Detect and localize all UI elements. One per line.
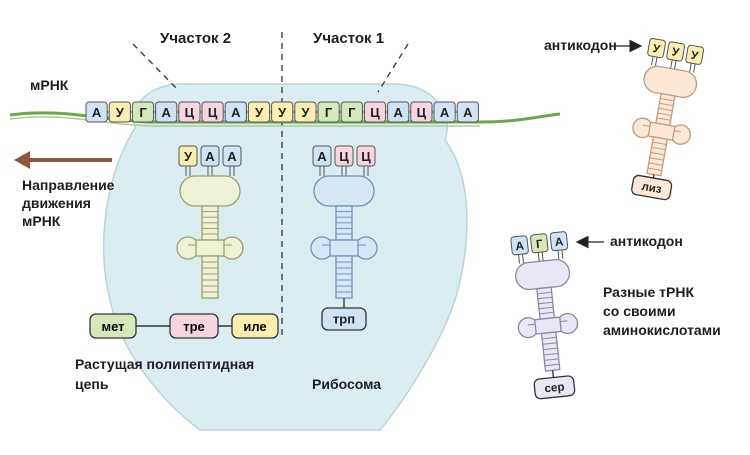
mrna-label: мРНК (30, 77, 69, 93)
anticodon-base-box (685, 44, 705, 65)
anticodon-base-label: У (184, 149, 193, 164)
anticodon-base-label: А (554, 235, 564, 249)
mrna-base-label: А (162, 105, 172, 120)
anticodon-base-box (647, 38, 666, 59)
amino-acid-box (533, 375, 576, 400)
mrna-base-label: Ц (208, 105, 218, 120)
mrna-base-label: У (301, 105, 310, 120)
chain-label-line1: Растущая полипептидная (75, 356, 255, 372)
anticodon-label-mid: антикодон (610, 233, 683, 249)
amino-acid-label: тре (183, 319, 205, 334)
anticodon-base-label: Г (535, 237, 543, 251)
anticodon-base-box (549, 231, 569, 252)
anticodon-base-label: А (317, 149, 327, 164)
anticodon-base-box (222, 145, 242, 167)
site1-pointer-line (377, 43, 409, 93)
trna-arm-junction (647, 121, 676, 142)
anticodon-base-label: А (205, 149, 215, 164)
trna-caption-line2: со своими (603, 303, 676, 319)
mrna-base-label: Г (348, 105, 356, 120)
mrna-base-label: А (394, 105, 404, 120)
anticodon-base-box (530, 233, 549, 254)
mrna-base-label: А (92, 105, 102, 120)
amino-acid-label: лиз (641, 181, 663, 196)
mrna-base-label: Г (325, 105, 333, 120)
mrna-base-label: У (116, 105, 125, 120)
anticodon-base-box (200, 145, 220, 167)
amino-acid-label: трп (333, 312, 355, 327)
site2-label: Участок 2 (160, 30, 232, 47)
direction-label-line1: Направление (22, 177, 115, 193)
trna-anticodon-loop (313, 175, 375, 207)
mrna-base-label: У (278, 105, 287, 120)
amino-acid-box (231, 313, 279, 339)
anticodon-base-box (666, 41, 685, 62)
anticodon-base-box (178, 145, 198, 167)
amino-acid-box (321, 307, 367, 331)
ribosome (102, 83, 468, 431)
ribosome-label: Рибосома (312, 376, 382, 392)
site1-label: Участок 1 (313, 30, 385, 47)
anticodon-base-box (334, 145, 354, 167)
mrna-base-label: А (231, 105, 241, 120)
anticodon-label-top: антикодон (544, 37, 617, 53)
amino-acid-box (169, 313, 219, 339)
anticodon-base-box (356, 145, 376, 167)
polypeptide-chain: мет тре иле (89, 313, 279, 339)
amino-acid-label: иле (243, 319, 266, 334)
mrna-base-label: Ц (417, 105, 427, 120)
trna-arm-junction (533, 316, 562, 335)
mrna-base-label: Ц (370, 105, 380, 120)
trna-caption-line1: Разные тРНК (603, 284, 695, 300)
direction-label-line3: мРНК (22, 213, 61, 229)
mrna-base-box (131, 101, 155, 123)
direction-label-line2: движения (22, 195, 91, 211)
trna-arm-junction (329, 239, 359, 257)
anticodon-base-label: Ц (339, 149, 349, 164)
amino-acid-label: сер (544, 380, 565, 395)
trna-caption-line3: аминокислотами (603, 322, 721, 338)
amino-acid-label: мет (101, 319, 124, 334)
anticodon-base-box (312, 145, 332, 167)
trna-anticodon-loop (515, 259, 571, 291)
amino-acid-box (89, 313, 137, 339)
direction-arrow-head (14, 151, 30, 169)
anticodon-base-label: А (515, 239, 525, 253)
trna-acceptor-stem (201, 255, 219, 299)
anticodon-base-label: Ц (361, 149, 371, 164)
mrna-base-label: У (255, 105, 264, 120)
site2-pointer-line (132, 43, 179, 91)
mrna-base-box (456, 101, 479, 123)
anticodon-base-label: А (227, 149, 237, 164)
trna-arm-junction (195, 239, 225, 257)
mrna-base-label: А (463, 105, 473, 120)
mrna-base-label: Ц (185, 105, 195, 120)
trna-anticodon-loop (179, 175, 241, 207)
anticodon-base-label: У (671, 46, 681, 59)
mrna-base-label: Г (139, 105, 147, 120)
anticodon-base-box (510, 235, 529, 256)
chain-label-line2: цепь (75, 376, 109, 392)
anticodon-base-label: У (652, 43, 662, 56)
mrna-base-label: А (440, 105, 450, 120)
amino-acid-box (631, 174, 673, 201)
anticodon-base-label: У (690, 50, 700, 63)
